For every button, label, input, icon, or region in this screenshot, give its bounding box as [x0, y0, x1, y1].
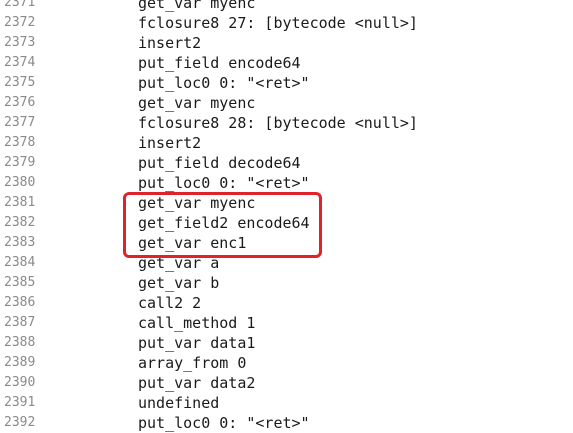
code-line: 2388 put_var data1 [0, 333, 573, 353]
code-line: 2384 get_var a [0, 253, 573, 273]
code-text: get_var b [138, 274, 220, 292]
code-text: put_field encode64 [138, 54, 301, 72]
code-text: get_var a [138, 254, 220, 272]
code-line: 2390 put_var data2 [0, 373, 573, 393]
code-text: call_method 1 [138, 314, 256, 332]
code-line: 2372 fclosure8 27: [bytecode <null>] [0, 13, 573, 33]
line-number: 2385 [4, 275, 36, 290]
code-text: fclosure8 27: [bytecode <null>] [138, 14, 418, 32]
code-text: put_var data1 [138, 334, 256, 352]
code-text: put_loc0 0: "<ret>" [138, 74, 310, 92]
line-number: 2387 [4, 315, 36, 330]
line-number: 2392 [4, 415, 36, 430]
code-line: 2378 insert2 [0, 133, 573, 153]
line-number: 2384 [4, 255, 36, 270]
code-text: fclosure8 28: [bytecode <null>] [138, 114, 418, 132]
code-line-highlighted: 2383 get_var enc1 [0, 233, 573, 253]
line-number: 2371 [4, 0, 36, 10]
code-line: 2377 fclosure8 28: [bytecode <null>] [0, 113, 573, 133]
code-line-highlighted: 2381 get_var myenc [0, 193, 573, 213]
code-text: get_field2 encode64 [138, 214, 310, 232]
code-line: 2375 put_loc0 0: "<ret>" [0, 73, 573, 93]
line-number: 2386 [4, 295, 36, 310]
line-number: 2375 [4, 75, 36, 90]
code-text: get_var myenc [138, 194, 256, 212]
code-line: 2379 put_field decode64 [0, 153, 573, 173]
line-number: 2376 [4, 95, 36, 110]
line-number: 2372 [4, 15, 36, 30]
line-number: 2389 [4, 355, 36, 370]
line-number: 2377 [4, 115, 36, 130]
line-number: 2373 [4, 35, 36, 50]
line-number: 2388 [4, 335, 36, 350]
code-text: get_var enc1 [138, 234, 247, 252]
code-line-highlighted: 2382 get_field2 encode64 [0, 213, 573, 233]
line-number: 2390 [4, 375, 36, 390]
code-line: 2392 put_loc0 0: "<ret>" [0, 413, 573, 433]
line-number: 2379 [4, 155, 36, 170]
code-text: undefined [138, 394, 220, 412]
code-text: put_loc0 0: "<ret>" [138, 174, 310, 192]
code-line: 2389 array_from 0 [0, 353, 573, 373]
code-text: insert2 [138, 134, 202, 152]
code-text: get_var myenc [138, 94, 256, 112]
code-line: 2373 insert2 [0, 33, 573, 53]
code-line: 2371 get_var myenc [0, 0, 573, 13]
code-line: 2386 call2 2 [0, 293, 573, 313]
code-text: insert2 [138, 34, 202, 52]
line-number: 2380 [4, 175, 36, 190]
line-number: 2374 [4, 55, 36, 70]
code-text: get_var myenc [138, 0, 256, 12]
code-line: 2387 call_method 1 [0, 313, 573, 333]
line-number: 2382 [4, 215, 36, 230]
code-text: array_from 0 [138, 354, 247, 372]
code-line: 2391 undefined [0, 393, 573, 413]
code-text: put_field decode64 [138, 154, 301, 172]
code-text: call2 2 [138, 294, 202, 312]
line-number: 2383 [4, 235, 36, 250]
line-number: 2381 [4, 195, 36, 210]
line-number: 2378 [4, 135, 36, 150]
code-text: put_loc0 0: "<ret>" [138, 414, 310, 432]
line-number: 2391 [4, 395, 36, 410]
code-line: 2385 get_var b [0, 273, 573, 293]
code-text: put_var data2 [138, 374, 256, 392]
code-line: 2376 get_var myenc [0, 93, 573, 113]
code-line: 2374 put_field encode64 [0, 53, 573, 73]
code-line: 2380 put_loc0 0: "<ret>" [0, 173, 573, 193]
